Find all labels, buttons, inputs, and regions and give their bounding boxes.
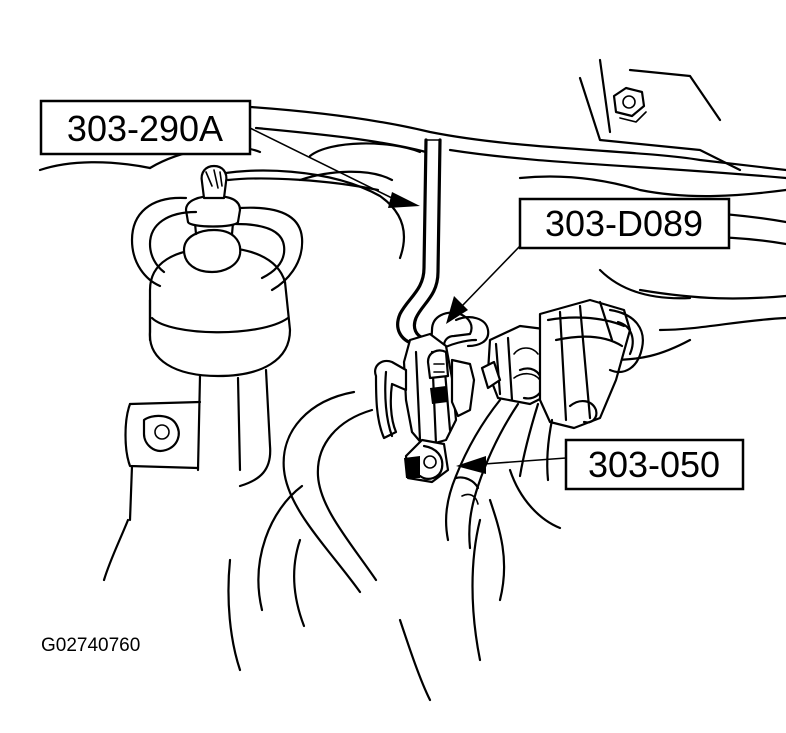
callout-box-303-D089 [518,197,731,250]
callout-box-303-050 [564,438,745,491]
leader-303-050 [456,456,567,474]
tool-adapter-303-050 [404,438,450,484]
sensor-connector [444,298,644,550]
callout-label-303-290A: 303-290A [67,108,223,149]
callout-303-050: 303-050 [564,438,745,491]
callout-303-290A: 303-290A [39,99,252,156]
left-valve-assembly [102,164,380,582]
lower-hoses [227,390,562,702]
tool-clamp-303-D089 [374,311,490,448]
leader-303-D089 [446,245,521,324]
leader-303-290A [249,127,420,208]
figure-id-label: G02740760 [41,635,140,656]
callout-label-303-D089: 303-D089 [545,203,703,244]
callout-box-303-290A [39,99,252,156]
callout-303-D089: 303-D089 [518,197,731,250]
callout-label-303-050: 303-050 [588,444,720,485]
bolt-icon [612,86,647,123]
tool-rod-303-290A [396,138,442,346]
